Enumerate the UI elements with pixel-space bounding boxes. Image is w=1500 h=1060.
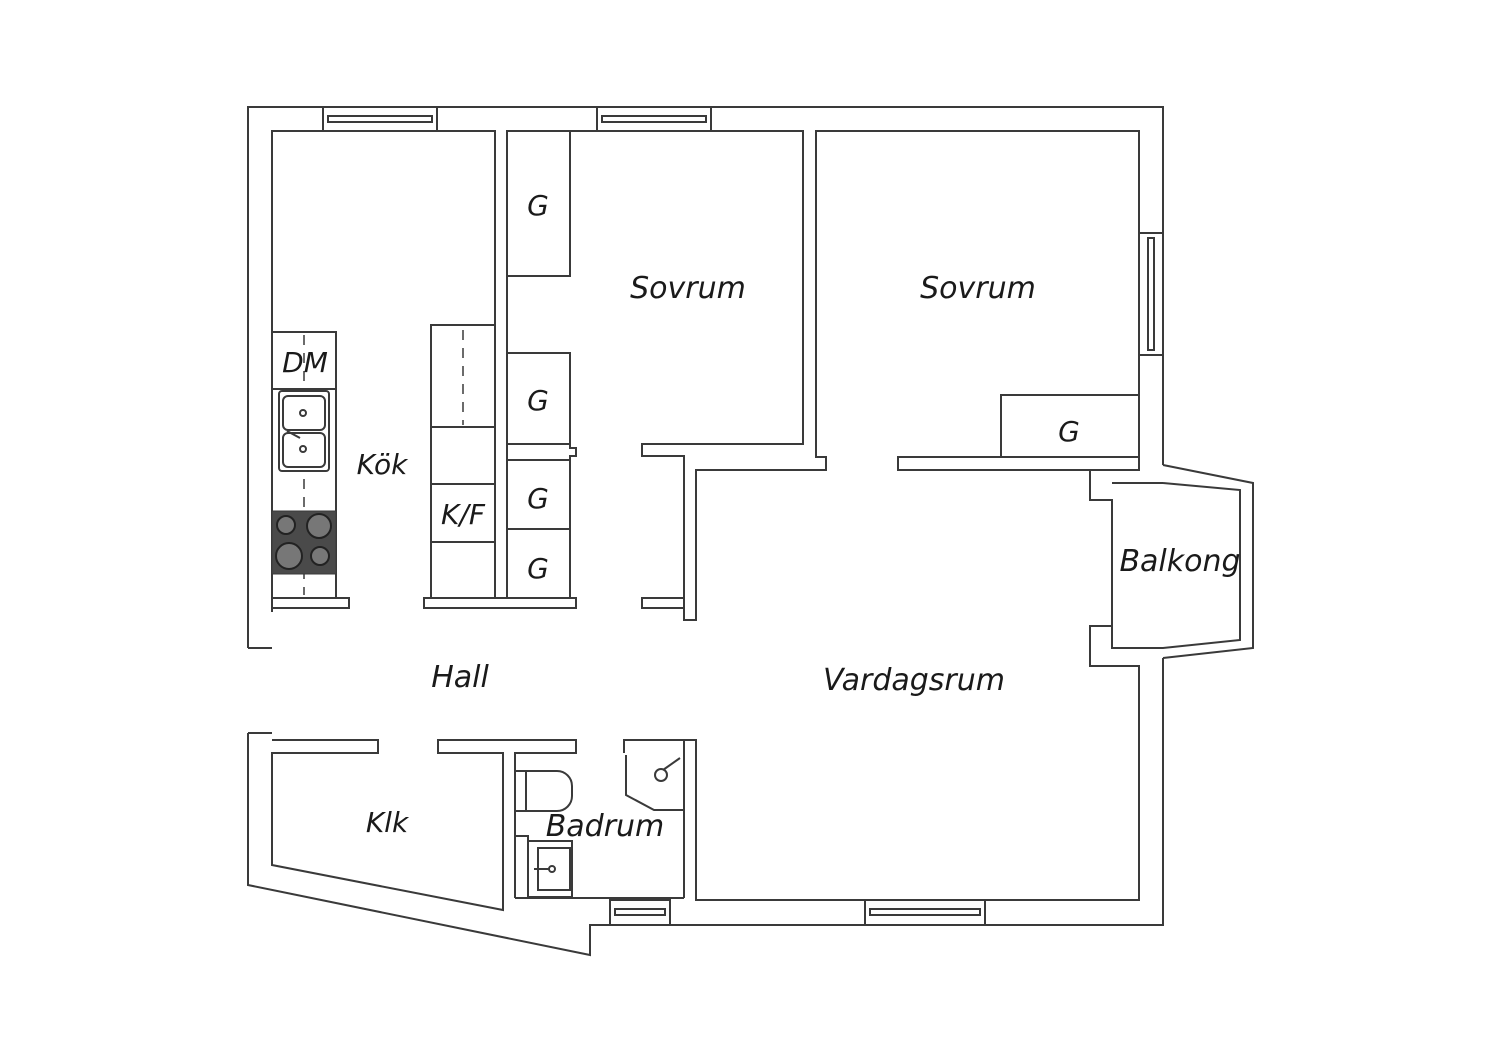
window xyxy=(609,899,671,926)
wardrobe-label: G xyxy=(527,384,549,417)
kitchen: DM K/F Kök xyxy=(271,130,577,612)
shower-icon xyxy=(625,755,684,811)
stove-icon xyxy=(271,510,337,575)
wardrobe-label: G xyxy=(527,552,549,585)
room-label-bathroom: Badrum xyxy=(546,809,665,844)
dishwasher-label: DM xyxy=(282,346,328,379)
room-label-bedroom-1: Sovrum xyxy=(630,271,746,306)
window xyxy=(1138,232,1164,356)
window xyxy=(864,899,986,926)
living-room: Vardagsrum Balkong xyxy=(683,457,1254,901)
room-label-hall: Hall xyxy=(431,660,489,695)
wardrobe-label: G xyxy=(1058,415,1080,448)
sink-icon xyxy=(278,390,330,472)
window xyxy=(596,106,712,132)
room-label-balcony: Balkong xyxy=(1119,544,1240,579)
fridge-freezer-label: K/F xyxy=(441,498,486,531)
bathroom: Badrum xyxy=(515,755,684,899)
hall: Hall Klk xyxy=(271,660,684,912)
wardrobe-label: G xyxy=(527,482,549,515)
wardrobe-label: G xyxy=(527,189,549,222)
bedroom-1: G G G G Sovrum xyxy=(506,130,1140,621)
room-label-bedroom-2: Sovrum xyxy=(920,271,1036,306)
washbasin-icon xyxy=(527,840,573,898)
bedroom-2: G Sovrum xyxy=(920,271,1140,458)
window xyxy=(322,106,438,132)
room-label-closet-room: Klk xyxy=(366,806,410,839)
windows xyxy=(322,106,1164,926)
toilet-icon xyxy=(515,770,573,812)
room-label-living-room: Vardagsrum xyxy=(823,663,1005,698)
room-label-kitchen: Kök xyxy=(357,448,409,481)
